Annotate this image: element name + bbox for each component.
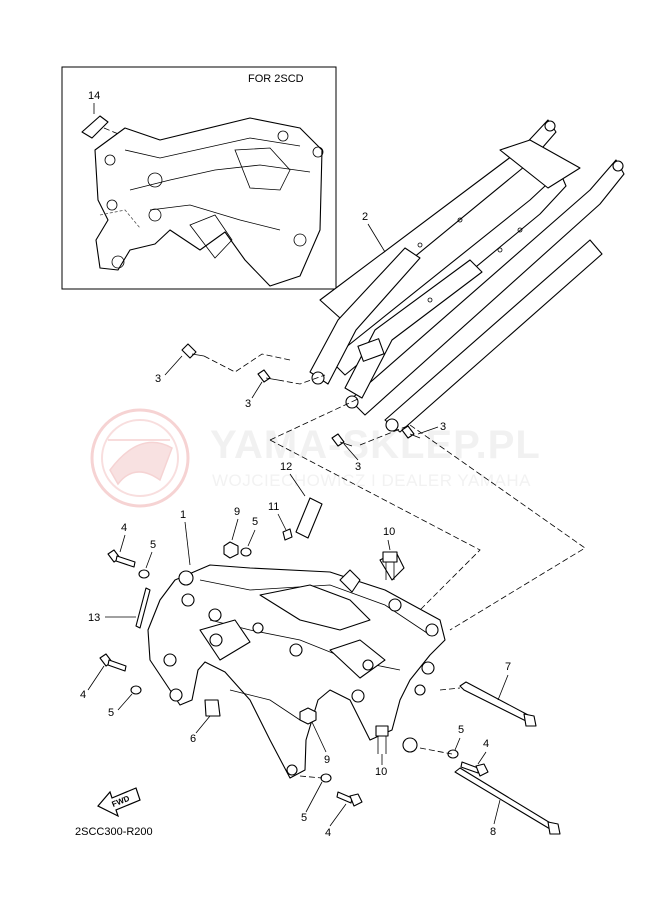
bolt-4-lower-left xyxy=(99,653,127,672)
dash-link-right xyxy=(359,424,586,631)
callout-4-c: 4 xyxy=(483,738,489,750)
bolt-10-upper xyxy=(382,551,398,580)
label-sticker-part xyxy=(81,115,109,139)
callout-5-b: 5 xyxy=(150,539,156,551)
washer-5-right xyxy=(447,749,459,759)
dash-bottom xyxy=(299,775,323,779)
callout-2: 2 xyxy=(362,211,368,223)
bolt-10-lower xyxy=(375,725,389,754)
leader-5-a xyxy=(247,529,256,547)
callout-13: 13 xyxy=(88,612,100,624)
callout-7: 7 xyxy=(505,661,511,673)
leader-9-a xyxy=(231,518,239,541)
leader-7 xyxy=(497,674,509,701)
leader-11 xyxy=(277,513,287,531)
callout-10-a: 10 xyxy=(383,526,395,538)
leader-3-c xyxy=(343,443,359,461)
sticker-13 xyxy=(135,587,151,629)
washer-5-lower-left xyxy=(130,685,142,695)
dash-3-a xyxy=(203,353,291,373)
callout-5-a: 5 xyxy=(252,516,258,528)
dash-3-b xyxy=(277,374,326,385)
callout-4-b: 4 xyxy=(80,689,86,701)
plate-11 xyxy=(282,528,293,541)
leader-4-d xyxy=(329,803,347,827)
inset-border xyxy=(61,66,337,290)
leader-3-a xyxy=(164,355,183,376)
leader-12 xyxy=(289,473,306,497)
bolt-3-upper-left xyxy=(181,343,205,359)
leader-2 xyxy=(367,223,386,253)
leader-10-a xyxy=(387,539,391,551)
dash-link-left xyxy=(269,397,481,611)
callout-14: 14 xyxy=(88,90,100,102)
bolt-4-bottom xyxy=(336,791,363,807)
watermark-subtitle: WOJCIECHOWICZ I DEALER YAMAHA xyxy=(212,471,531,490)
callout-5-e: 5 xyxy=(301,812,307,824)
washer-5-upper-left xyxy=(138,569,150,579)
dash-7 xyxy=(439,687,461,691)
bolt-8 xyxy=(454,767,561,835)
main-frame-part xyxy=(147,551,446,779)
leader-1 xyxy=(184,521,191,566)
label-sticker-12 xyxy=(295,497,323,539)
rear-frame-part xyxy=(309,119,625,433)
leader-4-a xyxy=(119,534,126,553)
washer-5-bottom xyxy=(320,773,332,783)
collar-6 xyxy=(204,699,221,717)
inset-title: FOR 2SCD xyxy=(248,73,304,85)
callout-6: 6 xyxy=(190,733,196,745)
callout-3-d: 3 xyxy=(440,421,446,433)
diagram-code: 2SCC300-R200 xyxy=(75,826,153,838)
inset-2scd: FOR 2SCD 14 xyxy=(61,66,337,290)
bolt-7 xyxy=(459,681,537,727)
bolt-3-lower-mid xyxy=(331,433,353,447)
watermark-logo-icon xyxy=(90,408,190,508)
dash-4-right xyxy=(419,747,453,755)
leader-9-b xyxy=(311,721,327,753)
callout-4-a: 4 xyxy=(121,522,127,534)
nut-9-upper xyxy=(223,541,239,559)
callout-8: 8 xyxy=(490,826,496,838)
bolt-3-right xyxy=(401,425,421,439)
leader-8 xyxy=(493,799,501,825)
leader-6 xyxy=(195,715,211,734)
bolt-4-right xyxy=(460,761,489,777)
callout-5-c: 5 xyxy=(108,707,114,719)
leader-4-c xyxy=(477,751,487,765)
leader-5-d xyxy=(454,737,461,751)
callout-9-b: 9 xyxy=(324,754,330,766)
leader-4-b xyxy=(87,665,105,691)
watermark-title: YAMA-SKLEP.PL xyxy=(210,423,541,467)
callout-3-c: 3 xyxy=(355,461,361,473)
callout-3-b: 3 xyxy=(245,398,251,410)
fwd-arrow-icon: FWD xyxy=(97,787,141,818)
callout-10-b: 10 xyxy=(375,766,387,778)
washer-5-upper xyxy=(240,547,252,557)
callout-11: 11 xyxy=(268,501,279,513)
callout-4-d: 4 xyxy=(325,827,331,839)
callout-3-a: 3 xyxy=(155,373,161,385)
callout-9-a: 9 xyxy=(234,506,240,518)
callout-12: 12 xyxy=(280,461,292,473)
inset-frame-sketch xyxy=(94,117,324,287)
callout-1: 1 xyxy=(180,509,186,521)
callout-5-d: 5 xyxy=(458,724,464,736)
watermark: YAMA-SKLEP.PL WOJCIECHOWICZ I DEALER YAM… xyxy=(90,408,541,508)
leader-5-c xyxy=(117,693,133,711)
leader-5-e xyxy=(305,781,323,813)
nut-9-lower xyxy=(299,707,317,725)
leader-3-b xyxy=(251,381,263,399)
bolt-4-upper-left xyxy=(107,549,136,568)
leader-5-b xyxy=(145,551,153,569)
bolt-3-mid-left xyxy=(257,369,279,383)
